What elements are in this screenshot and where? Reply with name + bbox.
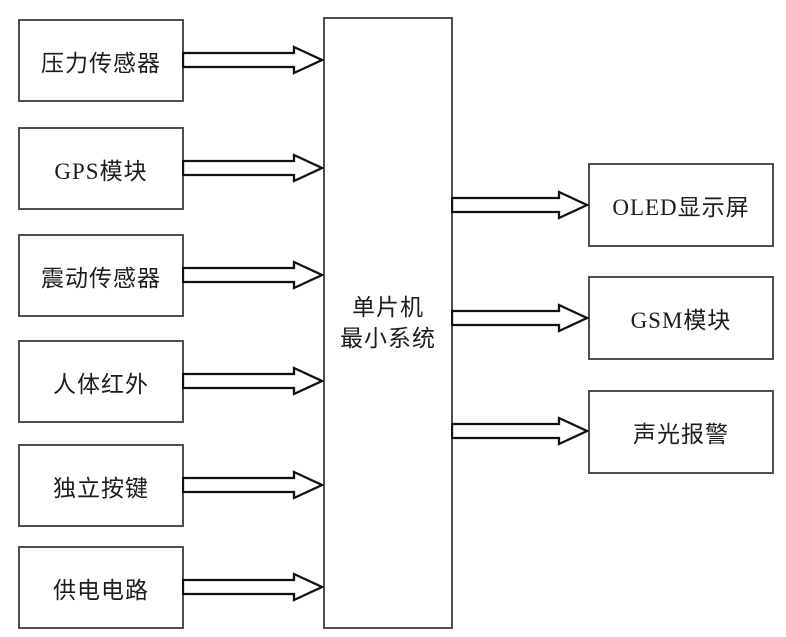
arrow-mcu-to-sound-light-alarm — [451, 416, 589, 446]
input-node-independent-keys: 独立按键 — [18, 444, 184, 527]
output-node-gsm-module: GSM模块 — [588, 276, 774, 360]
input-node-pressure-sensor: 压力传感器 — [18, 19, 184, 102]
arrow-mcu-to-oled-display — [451, 190, 589, 220]
input-node-vibration-sensor: 震动传感器 — [18, 234, 184, 317]
output-node-label: 声光报警 — [633, 422, 729, 447]
center-node-label: 单片机 最小系统 — [340, 292, 436, 354]
arrow-power-supply-to-mcu — [182, 572, 324, 602]
arrow-human-infrared-to-mcu — [182, 366, 324, 396]
arrow-independent-keys-to-mcu — [182, 470, 324, 500]
output-node-label: OLED显示屏 — [612, 195, 750, 220]
arrow-pressure-sensor-to-mcu — [182, 45, 324, 75]
input-node-human-infrared: 人体红外 — [18, 340, 184, 423]
arrow-gps-module-to-mcu — [182, 153, 324, 183]
output-node-sound-light-alarm: 声光报警 — [588, 390, 774, 474]
arrow-vibration-sensor-to-mcu — [182, 260, 324, 290]
input-node-label: 人体红外 — [53, 371, 149, 397]
input-node-label: GPS模块 — [54, 158, 148, 184]
center-node-label-line1: 单片机 — [352, 295, 424, 320]
input-node-label: 压力传感器 — [41, 50, 161, 76]
output-node-label: GSM模块 — [630, 308, 732, 333]
arrow-mcu-to-gsm-module — [451, 303, 589, 333]
center-node-label-line2: 最小系统 — [340, 326, 436, 351]
input-node-label: 震动传感器 — [41, 265, 161, 291]
center-node-mcu-minimal-system: 单片机 最小系统 — [323, 17, 453, 629]
input-node-label: 独立按键 — [53, 475, 149, 501]
input-node-gps-module: GPS模块 — [18, 127, 184, 210]
input-node-power-supply-circuit: 供电电路 — [18, 546, 184, 629]
input-node-label: 供电电路 — [53, 577, 149, 603]
output-node-oled-display: OLED显示屏 — [588, 163, 774, 247]
